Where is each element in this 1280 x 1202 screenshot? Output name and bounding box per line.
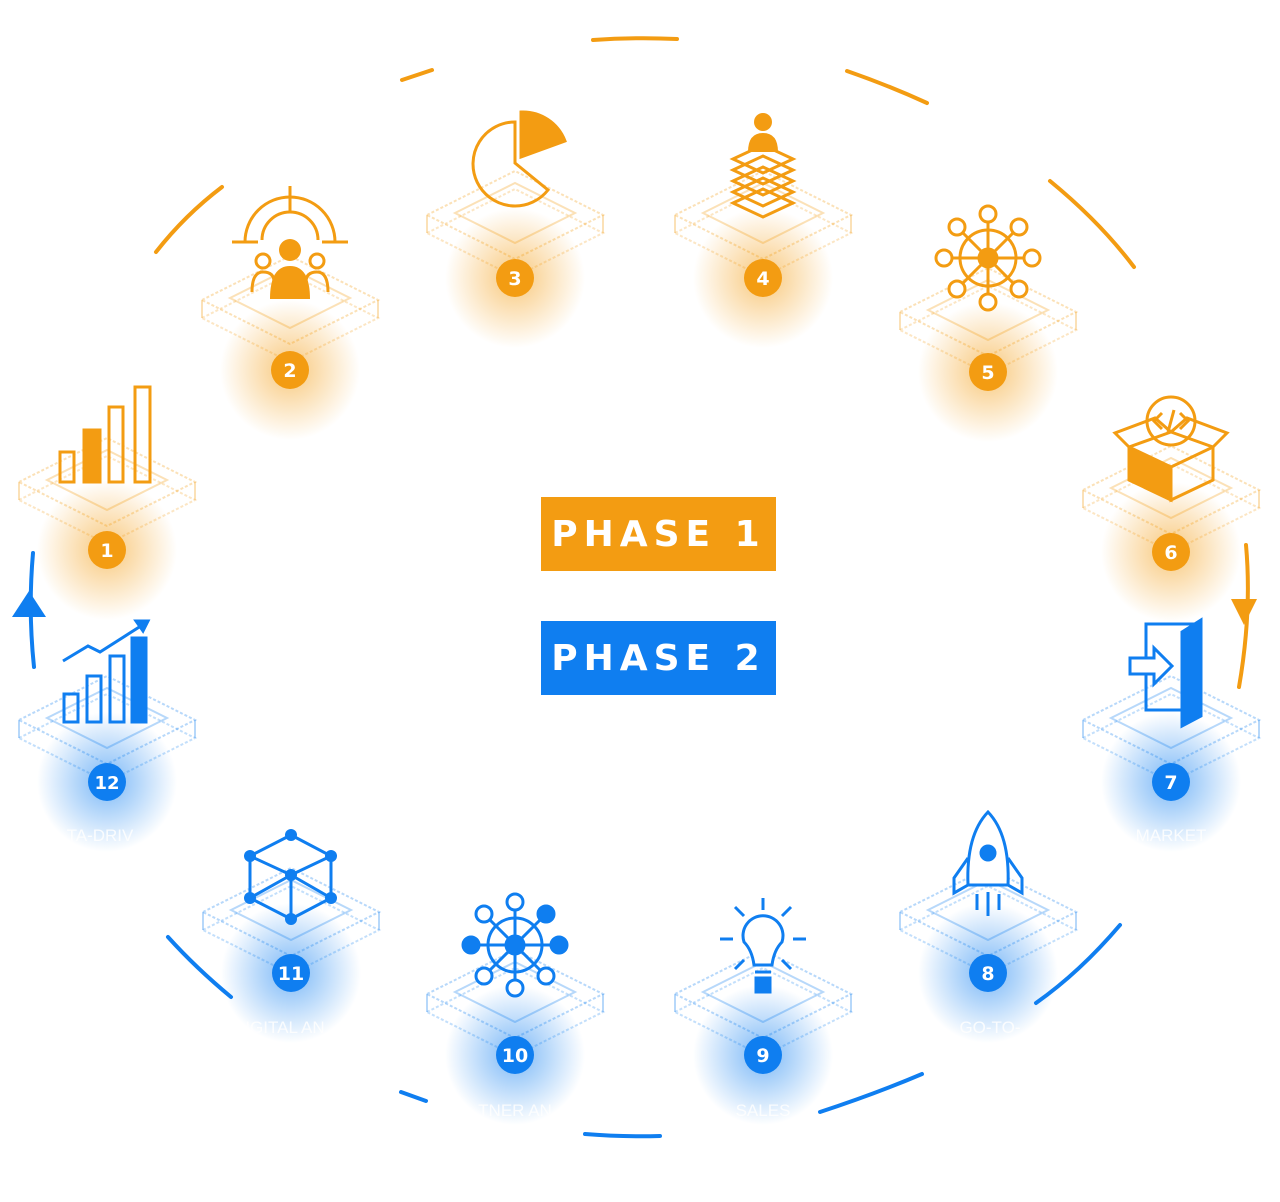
step-number: 4 <box>756 268 769 290</box>
step-2: 2 <box>201 186 379 440</box>
step-number: 7 <box>1164 772 1177 794</box>
step-11: 11 IGITAL AN <box>202 829 380 1043</box>
arrow-up-icon <box>12 591 46 617</box>
step-10: 10 TNER AN <box>426 892 604 1125</box>
network-hub-icon <box>934 204 1042 312</box>
network-hub-icon <box>461 892 569 998</box>
step-number: 5 <box>981 362 994 384</box>
step-number: 10 <box>502 1045 528 1067</box>
step-number: 12 <box>94 773 119 794</box>
step-label: TNER AN <box>478 1101 552 1120</box>
arrow-down-icon <box>1231 599 1257 625</box>
step-label: TA-DRIV <box>67 826 134 845</box>
phase-2-badge: PHASE 2 <box>541 621 776 695</box>
door-enter-icon <box>1128 617 1203 729</box>
step-number: 1 <box>100 540 113 562</box>
pie-chart-icon <box>471 110 567 208</box>
step-5: 5 <box>899 204 1077 442</box>
step-number: 3 <box>508 268 521 290</box>
step-4: 4 <box>674 113 852 348</box>
step-label: GO-TO- <box>959 1018 1020 1037</box>
target-audience-icon <box>232 186 348 299</box>
rocket-icon <box>952 809 1024 916</box>
step-number: 9 <box>756 1045 769 1067</box>
cycle-ring <box>28 36 1250 1139</box>
layered-person-icon <box>729 113 797 219</box>
code-box-icon <box>1112 395 1230 503</box>
bar-chart-icon <box>58 385 152 484</box>
step-9: 9 SALES <box>674 898 852 1125</box>
step-3: 3 <box>426 110 604 348</box>
step-number: 8 <box>981 963 994 985</box>
step-number: 11 <box>278 963 304 985</box>
step-number: 6 <box>1164 542 1177 564</box>
step-8: 8 GO-TO- <box>899 809 1077 1043</box>
step-12: 12 TA-DRIV <box>18 619 196 852</box>
step-number: 2 <box>283 360 296 382</box>
step-1: 1 <box>18 385 196 620</box>
lightbulb-icon <box>720 898 806 994</box>
step-7: 7 MARKET <box>1082 617 1260 852</box>
step-6: 6 <box>1082 395 1260 622</box>
step-label: IGITAL AN <box>245 1018 324 1037</box>
growth-chart-icon <box>62 619 151 724</box>
phase-1-badge: PHASE 1 <box>541 497 776 571</box>
cube-network-icon <box>244 829 337 925</box>
step-label: MARKET <box>1136 826 1207 845</box>
step-label: SALES <box>736 1101 791 1120</box>
